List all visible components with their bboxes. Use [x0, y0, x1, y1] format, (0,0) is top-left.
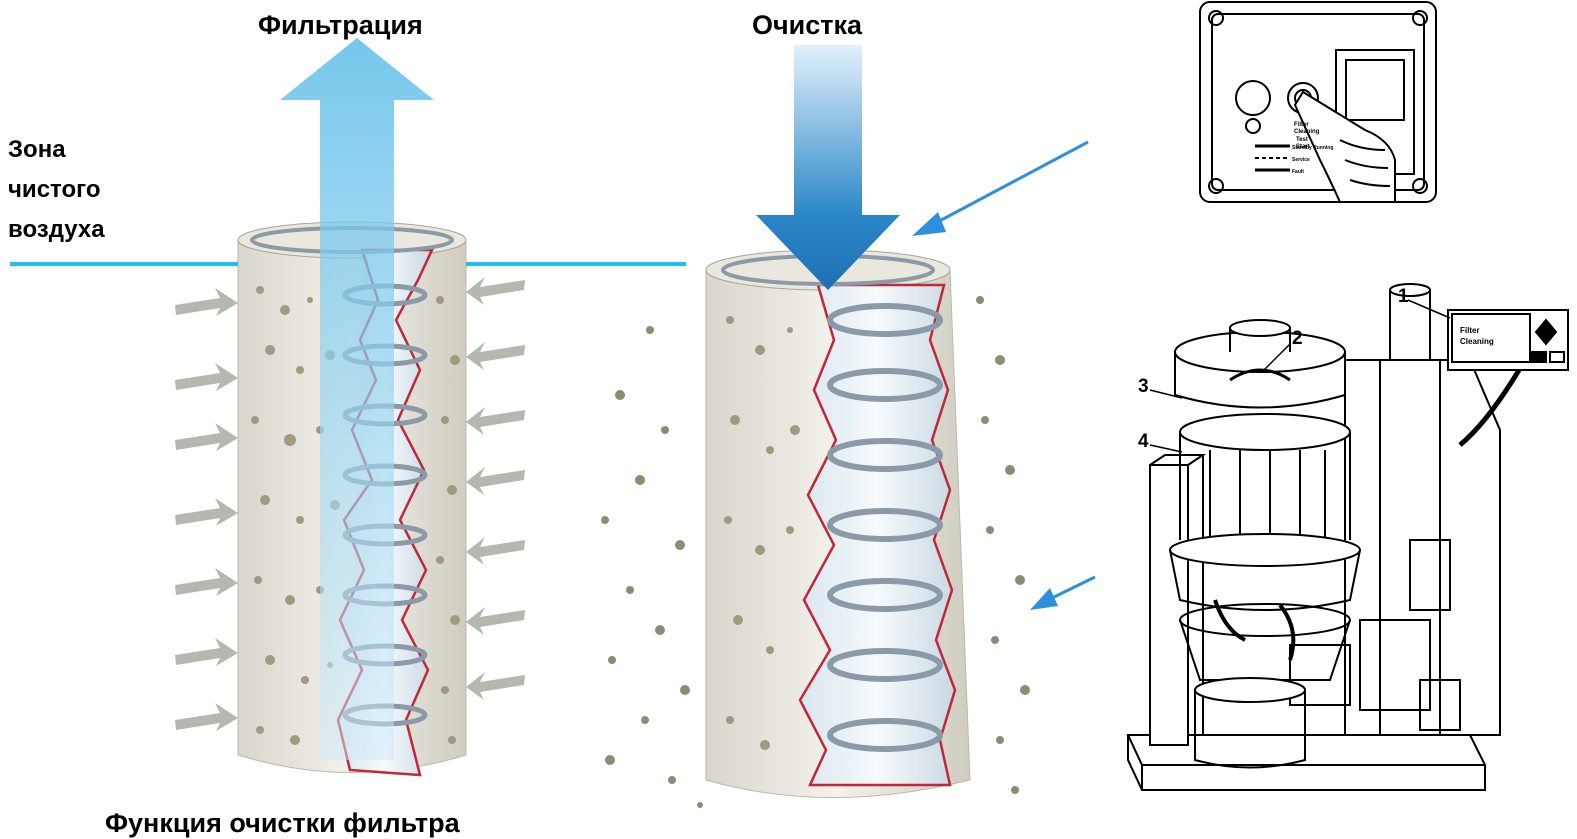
button-label-1: Filter — [1294, 122, 1309, 128]
legend-service: Service — [1292, 157, 1310, 163]
display-text-line1: Filter — [1460, 326, 1480, 335]
display-text-line2: Cleaning — [1460, 337, 1494, 346]
callout-1: 1 — [1398, 286, 1409, 307]
legend-standby: Standby Running — [1292, 145, 1333, 151]
control-panel — [1200, 2, 1436, 202]
callout-2: 2 — [1292, 328, 1303, 349]
legend-fault: Fault — [1292, 169, 1304, 175]
button-label-2: Cleaning — [1294, 129, 1320, 135]
pointer-arrow-bottom — [1048, 577, 1095, 600]
filter-cylinder-cleaning — [706, 250, 970, 798]
pointer-arrow-top — [930, 142, 1088, 226]
display-button-icon — [1532, 352, 1546, 362]
button-label-3: Test — [1296, 137, 1308, 143]
callout-4: 4 — [1138, 431, 1149, 452]
extraction-unit-drawing — [1128, 284, 1568, 790]
callout-3: 3 — [1138, 376, 1149, 397]
